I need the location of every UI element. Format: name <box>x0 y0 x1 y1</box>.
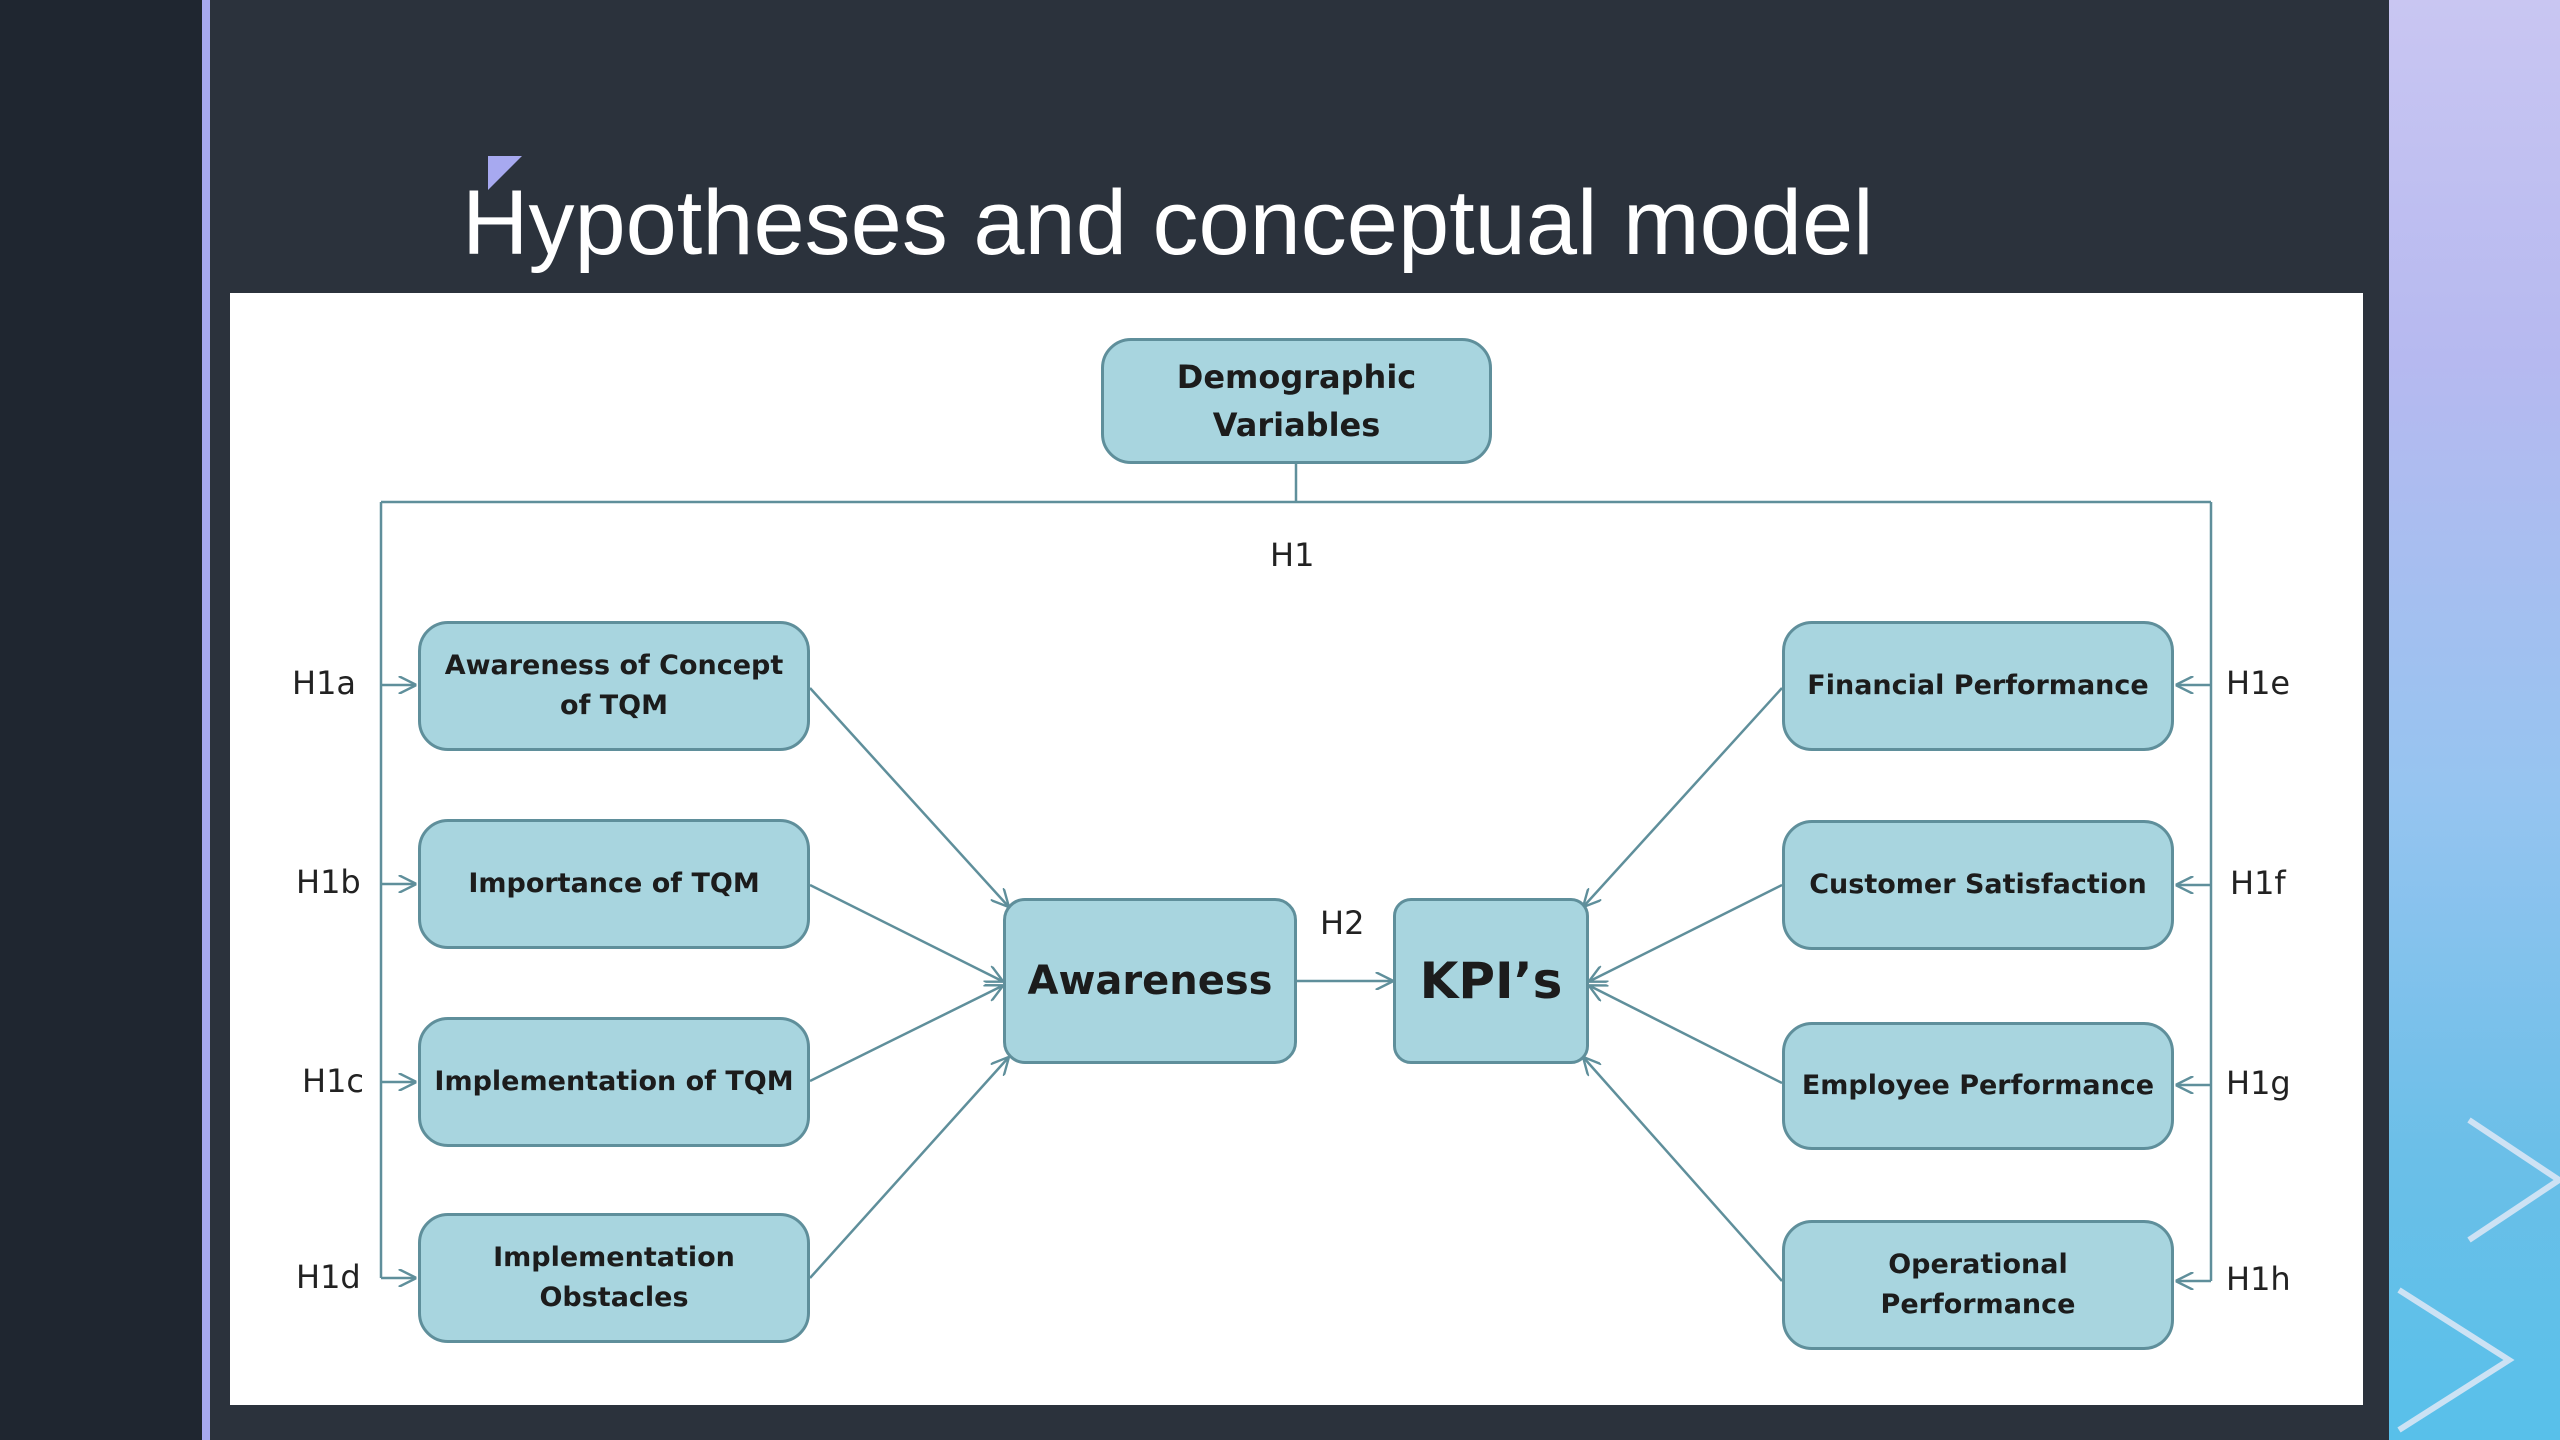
arrow-implementation-to-awareness <box>809 986 1002 1083</box>
arrow-employee-to-kpi <box>1590 986 1783 1085</box>
label-h1h: H1h <box>2226 1260 2291 1298</box>
node-operational-performance: Operational Performance <box>1782 1220 2174 1350</box>
label-h1f: H1f <box>2230 864 2286 902</box>
node-awareness: Awareness <box>1003 898 1297 1064</box>
diagram-connectors <box>379 464 2213 1405</box>
chevron-decoration-icon <box>2397 1117 2560 1433</box>
node-kpis: KPI’s <box>1393 898 1589 1064</box>
node-awareness-of-concept-of-tqm: Awareness of Concept of TQM <box>418 621 810 751</box>
node-financial-performance: Financial Performance <box>1782 621 2174 751</box>
slide-title: Hypotheses and conceptual model <box>462 172 1874 274</box>
label-h1d: H1d <box>296 1258 361 1296</box>
node-implementation-of-tqm: Implementation of TQM <box>418 1017 810 1147</box>
node-customer-satisfaction: Customer Satisfaction <box>1782 820 2174 950</box>
node-importance-of-tqm: Importance of TQM <box>418 819 810 949</box>
decorative-side-panel <box>2389 0 2560 1440</box>
arrow-concept-to-awareness <box>809 687 1008 906</box>
node-demographic-variables: Demographic Variables <box>1101 338 1492 464</box>
conceptual-model-diagram: Demographic Variables Awareness of Conce… <box>230 293 2363 1405</box>
label-h1: H1 <box>1270 536 1315 574</box>
arrow-obstacles-to-awareness <box>809 1058 1008 1279</box>
arrow-financial-to-kpi <box>1584 687 1783 906</box>
title-corner-mark-icon <box>488 156 522 190</box>
label-h1c: H1c <box>302 1062 365 1100</box>
label-h1g: H1g <box>2226 1064 2291 1102</box>
label-h1b: H1b <box>296 863 361 901</box>
arrow-customer-to-kpi <box>1590 883 1783 981</box>
arrow-importance-to-awareness <box>809 883 1002 981</box>
label-h1e: H1e <box>2226 664 2291 702</box>
label-h1a: H1a <box>292 664 357 702</box>
arrow-operational-to-kpi <box>1584 1058 1783 1282</box>
node-employee-performance: Employee Performance <box>1782 1022 2174 1150</box>
label-h2: H2 <box>1320 904 1365 942</box>
node-implementation-obstacles: Implementation Obstacles <box>418 1213 810 1343</box>
